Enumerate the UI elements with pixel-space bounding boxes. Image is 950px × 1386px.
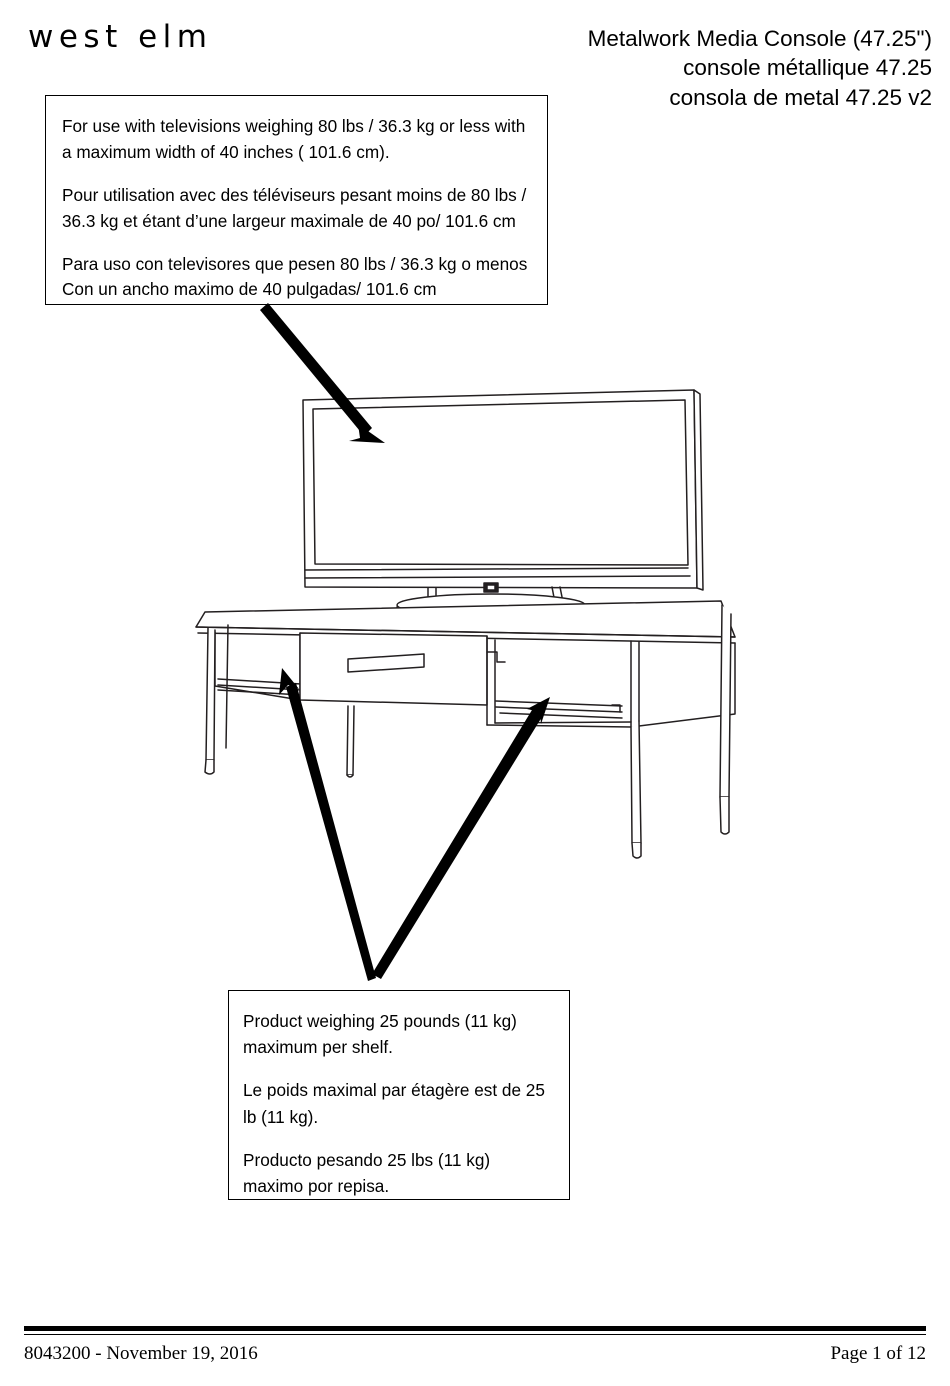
- footer-document-id: 8043200 - November 19, 2016: [24, 1343, 258, 1364]
- leader-arrow-to-television: [260, 303, 385, 443]
- television-illustration: [302, 389, 704, 591]
- product-title-es: consola de metal 47.25 v2: [669, 84, 932, 110]
- footer-rule-thin: [24, 1334, 926, 1336]
- tv-callout-text-es: Para uso con televisores que pesen 80 lb…: [62, 253, 528, 300]
- product-title-en: Metalwork Media Console (47.25"): [587, 26, 932, 51]
- tv-weight-limit-callout: For use with televisions weighing 80 lbs…: [45, 95, 548, 305]
- footer-page-indicator: Page 1 of 12: [830, 1343, 926, 1364]
- shelf-callout-text-en: Product weighing 25 pounds (11 kg) maxim…: [243, 1011, 517, 1058]
- leader-arrow-to-right-shelf: [372, 697, 550, 979]
- television-stand: [396, 582, 586, 619]
- product-title-block: Metalwork Media Console (47.25") console…: [588, 24, 932, 112]
- leader-arrow-to-left-shelf: [279, 668, 376, 981]
- footer-rule-thick: [24, 1326, 926, 1331]
- west-elm-logo: west elm: [28, 19, 213, 55]
- tv-callout-text-en: For use with televisions weighing 80 lbs…: [62, 116, 526, 162]
- shelf-callout-text-es: Producto pesando 25 lbs (11 kg) maximo p…: [243, 1149, 491, 1197]
- shelf-callout-text-fr: Le poids maximal par étagère est de 25 l…: [243, 1080, 545, 1127]
- product-title-fr: console métallique 47.25: [683, 55, 932, 81]
- tv-callout-text-fr: Pour utilisation avec des téléviseurs pe…: [62, 184, 527, 231]
- shelf-weight-limit-callout: Product weighing 25 pounds (11 kg) maxim…: [228, 990, 570, 1200]
- media-console-illustration: [195, 600, 736, 859]
